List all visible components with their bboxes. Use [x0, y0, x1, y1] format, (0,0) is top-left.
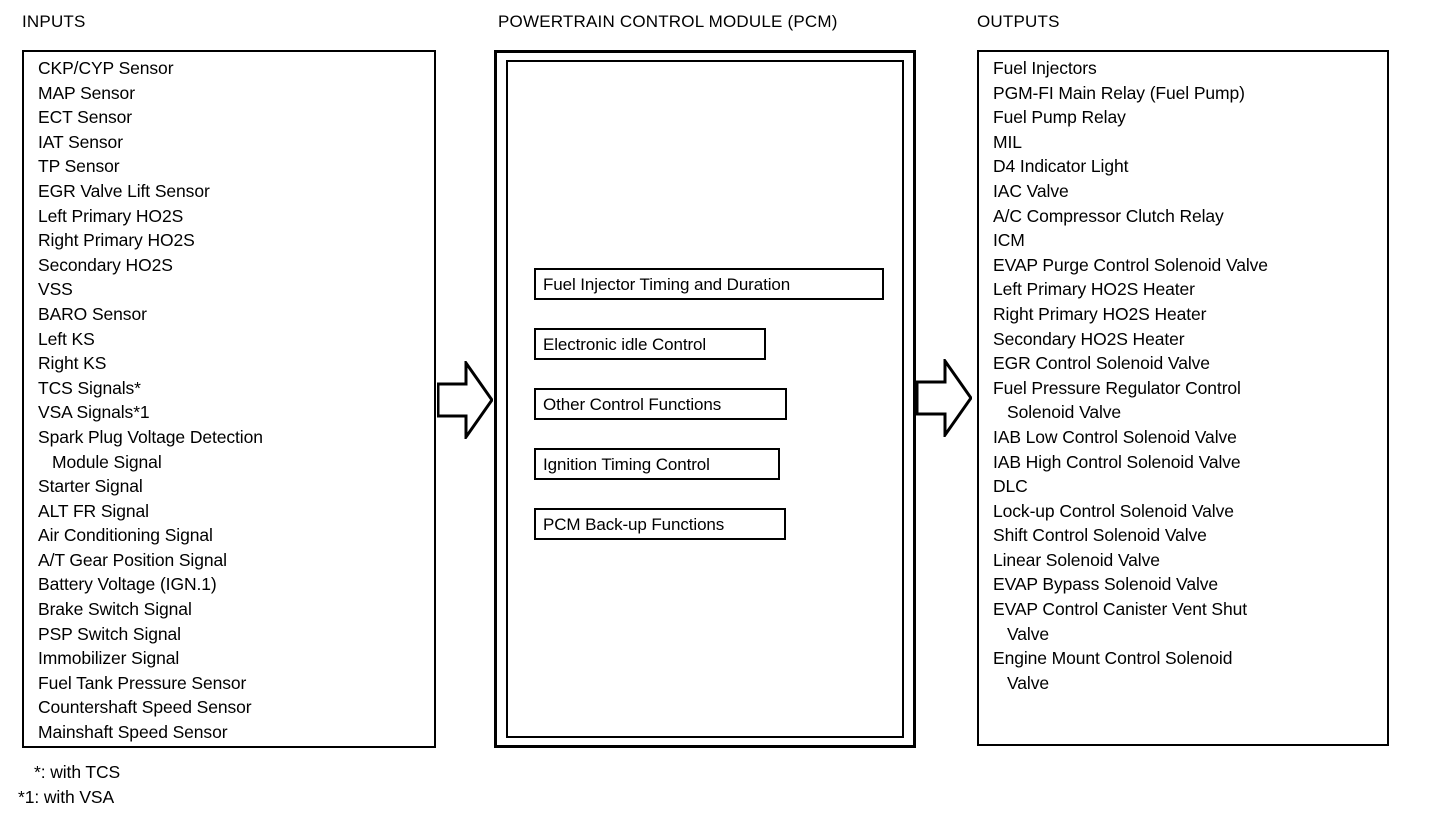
inputs-column-header: INPUTS — [22, 12, 86, 31]
output-list-item: MIL — [993, 131, 1022, 152]
input-list-item: A/T Gear Position Signal — [38, 549, 227, 570]
output-list-item: Fuel Injectors — [993, 58, 1097, 78]
right-arrow-icon — [915, 356, 973, 440]
output-list-item: DLC — [993, 476, 1028, 497]
input-list-item: BARO Sensor — [38, 303, 147, 324]
input-list-item: Mainshaft Speed Sensor — [38, 722, 228, 743]
input-list-item: IAT Sensor — [38, 131, 123, 152]
output-list-item: Shift Control Solenoid Valve — [993, 525, 1207, 546]
input-list-item: Starter Signal — [38, 476, 143, 497]
pcm-function-pcm-back-up-functions: PCM Back-up Functions — [534, 508, 786, 540]
input-list-item: Left Primary HO2S — [38, 205, 184, 226]
output-list-item: A/C Compressor Clutch Relay — [993, 205, 1224, 226]
output-list-item: Secondary HO2S Heater — [993, 328, 1185, 349]
output-list-item: Fuel Pump Relay — [993, 107, 1126, 128]
input-list-item: Right KS — [38, 353, 107, 374]
input-list-item: ALT FR Signal — [38, 500, 149, 521]
input-list-item: Right Primary HO2S — [38, 230, 195, 251]
output-list-item: PGM-FI Main Relay (Fuel Pump) — [993, 82, 1245, 103]
input-list-item: EGR Valve Lift Sensor — [38, 180, 210, 201]
output-list-item: IAC Valve — [993, 180, 1069, 201]
footnotes: *: with TCS *1: with VSA — [18, 760, 418, 810]
input-list-item: Secondary HO2S — [38, 254, 173, 275]
input-list-item: MAP Sensor — [38, 82, 135, 103]
output-list-item: ICM — [993, 230, 1025, 251]
input-list-item: Left KS — [38, 328, 95, 349]
pcm-function-fuel-injector-timing-and-duration: Fuel Injector Timing and Duration — [534, 268, 884, 300]
pcm-function-ignition-timing-control: Ignition Timing Control — [534, 448, 780, 480]
output-list-item: Engine Mount Control Solenoid — [993, 648, 1233, 669]
right-arrow-icon — [436, 358, 494, 442]
output-list-item: Valve — [1007, 623, 1049, 644]
output-list-item: Fuel Pressure Regulator Control — [993, 377, 1241, 398]
output-list-item: Lock-up Control Solenoid Valve — [993, 500, 1234, 521]
input-list-item: VSA Signals*1 — [38, 402, 150, 423]
input-list-item: Countershaft Speed Sensor — [38, 697, 252, 718]
input-list-item: VSS — [38, 279, 73, 300]
input-list-item: TP Sensor — [38, 156, 120, 177]
input-list-item: ECT Sensor — [38, 107, 132, 128]
input-list-item: TCS Signals* — [38, 377, 141, 398]
output-list-item: EVAP Purge Control Solenoid Valve — [993, 254, 1268, 275]
input-list-item: Module Signal — [52, 451, 162, 472]
output-list-item: EVAP Bypass Solenoid Valve — [993, 574, 1219, 595]
input-list-item: Immobilizer Signal — [38, 648, 180, 669]
outputs-column-header: OUTPUTS — [977, 12, 1060, 31]
output-list-item: IAB Low Control Solenoid Valve — [993, 426, 1237, 447]
output-list-item: Solenoid Valve — [1007, 402, 1122, 423]
footnote: *1: with VSA — [18, 787, 115, 807]
pcm-function-electronic-idle-control: Electronic idle Control — [534, 328, 766, 360]
output-list-item: EGR Control Solenoid Valve — [993, 353, 1210, 374]
output-list-item: Valve — [1007, 672, 1049, 693]
output-list-item: D4 Indicator Light — [993, 156, 1129, 177]
output-list-item: EVAP Control Canister Vent Shut — [993, 599, 1248, 620]
pcm-inner-box: Fuel Injector Timing and Duration Electr… — [506, 60, 904, 738]
output-list-item: Left Primary HO2S Heater — [993, 279, 1195, 300]
input-list-item: Fuel Tank Pressure Sensor — [38, 672, 247, 693]
input-list-item: PSP Switch Signal — [38, 623, 181, 644]
pcm-column-header: POWERTRAIN CONTROL MODULE (PCM) — [498, 12, 838, 31]
input-list-item: Brake Switch Signal — [38, 599, 192, 620]
pcm-function-other-control-functions: Other Control Functions — [534, 388, 787, 420]
footnote: *: with TCS — [34, 762, 121, 782]
input-list-item: Spark Plug Voltage Detection — [38, 426, 263, 447]
output-list-item: IAB High Control Solenoid Valve — [993, 451, 1241, 472]
pcm-to-outputs-arrow — [915, 356, 973, 440]
input-list-item: Battery Voltage (IGN.1) — [38, 574, 217, 595]
input-list-item: Air Conditioning Signal — [38, 525, 213, 546]
pcm-outer-box: Fuel Injector Timing and Duration Electr… — [494, 50, 916, 748]
output-list-item: Right Primary HO2S Heater — [993, 303, 1207, 324]
input-list-item: CKP/CYP Sensor — [38, 58, 174, 78]
inputs-to-pcm-arrow — [436, 358, 494, 442]
output-list-item: Linear Solenoid Valve — [993, 549, 1160, 570]
